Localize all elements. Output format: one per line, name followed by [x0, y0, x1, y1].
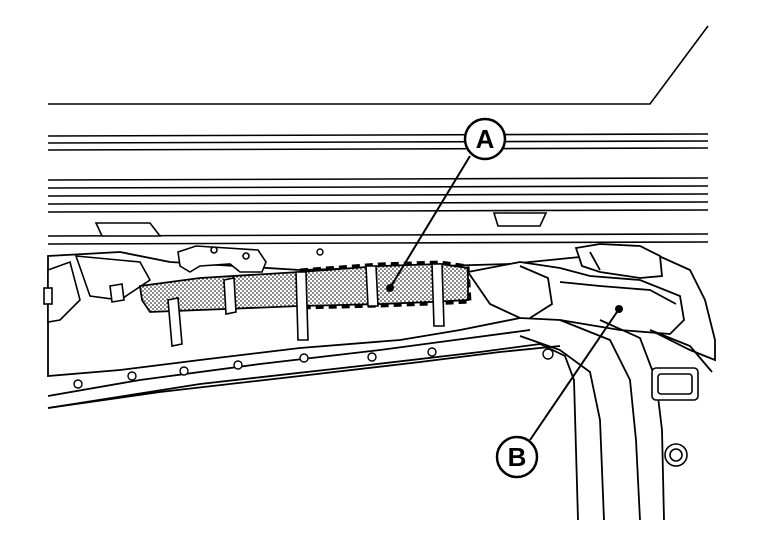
left-bracket: [43, 255, 152, 323]
mounting-bracket: [177, 245, 267, 273]
callout-b-label: B: [508, 442, 527, 472]
fastener-screws: [73, 248, 554, 389]
callout-a-label: A: [476, 124, 495, 154]
roof-panel-lines: [47, 25, 709, 245]
rear-quarter-detail: [651, 367, 699, 467]
curtain-air-bag-module: [138, 260, 472, 347]
roof-clips: [94, 212, 548, 237]
inflator-assembly: [466, 243, 685, 335]
callout-a: A: [386, 117, 507, 292]
callout-b: B: [495, 305, 623, 479]
